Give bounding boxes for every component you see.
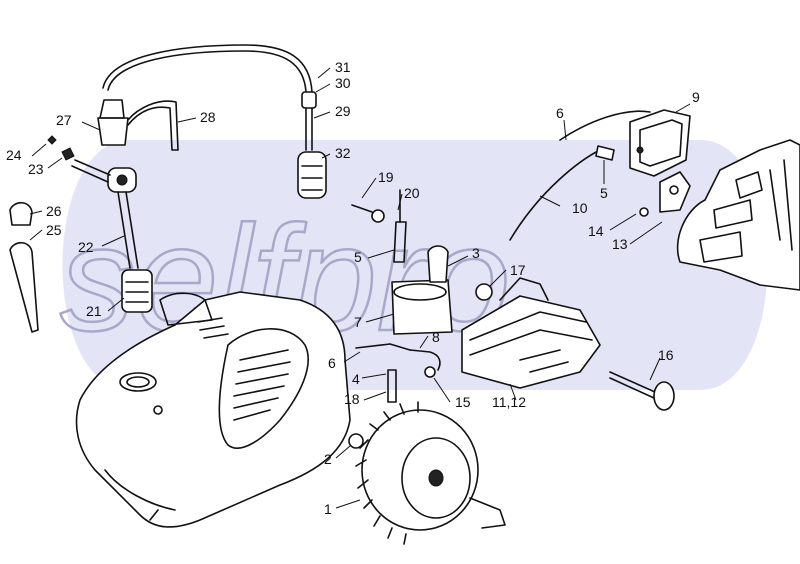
fuel-pickup-assembly [9,44,313,333]
callout-6-upper: 6 [556,105,564,121]
callout-27: 27 [56,112,72,128]
callout-5-right: 5 [600,185,608,201]
callout-25: 25 [46,222,62,238]
callout-30: 30 [335,75,351,91]
callout-24: 24 [6,147,22,163]
callout-11-12: 11,12 [492,394,526,410]
callout-32: 32 [335,145,351,161]
callout-22: 22 [78,239,94,255]
carburetor-bracket [461,277,601,389]
callout-7: 7 [354,314,362,330]
callout-5-upper: 5 [354,249,362,265]
flywheel [348,401,506,545]
callout-17: 17 [510,262,526,278]
callout-14: 14 [588,223,604,239]
callout-31: 31 [335,59,351,75]
ignition-module [351,189,493,403]
ignition-coil [629,109,691,177]
callout-21: 21 [86,303,102,319]
callout-6-lower: 6 [328,355,336,371]
callout-3: 3 [472,245,480,261]
callout-13: 13 [612,236,628,252]
callout-2: 2 [324,451,332,467]
callout-18: 18 [344,391,360,407]
callout-20: 20 [404,185,420,201]
callout-23: 23 [28,161,44,177]
fuel-tank-housing [75,291,351,528]
stop-switch [609,371,675,411]
callout-19: 19 [378,169,394,185]
callout-26: 26 [46,203,62,219]
callout-28: 28 [200,109,216,125]
coil-bracket [639,171,691,217]
spark-plug-lead [509,110,651,241]
fuel-line-filter [297,91,327,199]
callout-15: 15 [455,394,471,410]
engine-casing [676,139,800,291]
callout-4: 4 [352,371,360,387]
callout-16: 16 [658,347,674,363]
callout-1: 1 [324,501,332,517]
callout-9: 9 [692,89,700,105]
callout-8: 8 [432,329,440,345]
callout-29: 29 [335,103,351,119]
callout-10: 10 [572,200,588,216]
callout-labels: 31 30 29 32 27 28 24 23 26 25 22 21 19 2… [6,59,700,517]
leader-lines [29,67,691,509]
